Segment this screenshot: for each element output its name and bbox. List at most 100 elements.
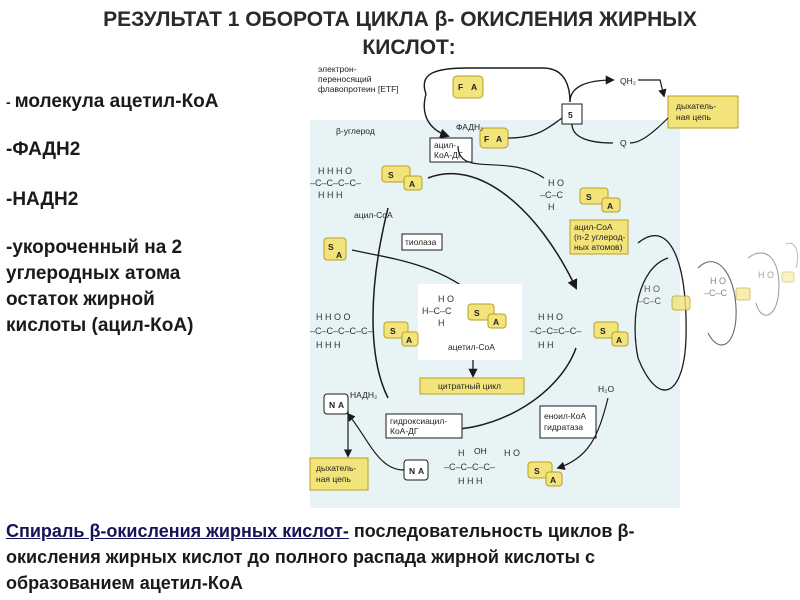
- svg-text:H O: H O: [644, 284, 660, 294]
- svg-text:H H O O: H H O O: [316, 312, 351, 322]
- enoyl-hydratase-box: [539, 405, 597, 439]
- acyl-coa-dh-1: ацил-: [434, 140, 456, 150]
- spiral-loop-1: [637, 235, 687, 391]
- svg-text:–C–C–C–C–: –C–C–C–C–: [310, 178, 361, 188]
- bullet-shortened-line-1: -укороченный на 2: [6, 237, 183, 258]
- enoyl-hydratase-1: еноил-КоА: [544, 411, 586, 421]
- resp-chain-top-1: дыхатель-: [676, 101, 716, 111]
- svg-text:H–C–C: H–C–C: [422, 306, 452, 316]
- thiolase-box: [401, 233, 443, 251]
- etf-fad-box: [452, 75, 484, 99]
- h2o-arrow: [556, 397, 609, 470]
- slide-title: РЕЗУЛЬТАТ 1 ОБОРОТА ЦИКЛА β- ОКИСЛЕНИЯ Ж…: [0, 6, 800, 62]
- acyl-coa-dh-box: [429, 137, 473, 163]
- enoyl-hydratase-2: гидратаза: [544, 422, 583, 432]
- ketoacyl-coa-molecule: H H O O –C–C–C–C–C– H H H S A: [310, 312, 419, 350]
- svg-text:H H H: H H H: [316, 340, 341, 350]
- fad-link: [457, 145, 545, 179]
- coa-sh-s: S: [328, 242, 334, 252]
- svg-text:H H O: H H O: [538, 312, 563, 322]
- nadh2-label: НАДН₂: [350, 390, 377, 400]
- resp-to-q: [629, 117, 669, 144]
- nad-n-bottom: N: [409, 466, 415, 476]
- h2o-label: H₂O: [598, 384, 614, 394]
- spiral-loop-3: [747, 252, 780, 316]
- footer-line-2: окисления жирных кислот до полного распа…: [6, 547, 595, 567]
- nad-a-bottom: A: [418, 466, 424, 476]
- acyl-coa-short-1: ацил-CoA: [574, 222, 613, 232]
- spiral-loop-4: [785, 242, 799, 269]
- nad-box-bottom: [403, 459, 429, 481]
- complex-5-label: 5: [568, 110, 573, 120]
- bullet-shortened-line-3: остаток жирной: [6, 289, 155, 310]
- acetyl-coa-label: ацетил-CoA: [448, 342, 495, 352]
- beta-oxidation-diagram: электрон- переносящий флавопротеин [ETF]…: [309, 64, 799, 508]
- etf-a-letter-2: A: [496, 134, 502, 144]
- resp-chain-bottom-1: дыхатель-: [316, 463, 356, 473]
- svg-text:–C–C–C–C–C–: –C–C–C–C–C–: [310, 326, 373, 336]
- footer-rest-1: последовательность циклов β-: [348, 521, 635, 541]
- svg-text:H H H O: H H H O: [318, 166, 352, 176]
- acetyl-coa-s: [467, 303, 495, 321]
- qh2-label: QH₂: [620, 76, 636, 86]
- svg-text:H: H: [438, 318, 445, 328]
- footer-term: Спираль β-окисления жирных кислот-: [6, 521, 349, 541]
- beta-carbon-label: β-углерод: [336, 126, 375, 136]
- svg-text:H H: H H: [538, 340, 554, 350]
- svg-text:H O: H O: [504, 448, 520, 458]
- spiral-loop-2: [697, 261, 737, 346]
- etf-f-letter: F: [458, 82, 463, 92]
- etf-loop-top: [423, 67, 571, 103]
- hydroxy-s: S: [534, 466, 540, 476]
- svg-text:H H H: H H H: [318, 190, 343, 200]
- svg-text:–C–C: –C–C: [540, 190, 564, 200]
- nad-arrow: [346, 412, 405, 471]
- citrate-cycle-box: [419, 377, 525, 395]
- citrate-cycle-label: цитратный цикл: [438, 381, 501, 391]
- acyl-coa-molecule: H H H O –C–C–C–C– H H H S A: [310, 165, 423, 200]
- short-s: S: [586, 192, 592, 202]
- nad-n-top: N: [329, 400, 335, 410]
- acetyl-coa-a: [487, 313, 507, 329]
- spiral-loop-1b: [634, 257, 669, 359]
- hydroxyacyl-coa-molecule: H OH H O –C–C–C–C– H H H S A: [444, 446, 563, 487]
- hydroxyacyl-dh-box: [385, 413, 463, 439]
- acetyl-a: A: [493, 317, 499, 327]
- bullet-nadh2: -НАДН2: [6, 189, 79, 210]
- acyl-coa-dh-2: КоА-ДГ: [434, 150, 463, 160]
- etf-label-2: переносящий: [318, 74, 372, 84]
- acyl-coa-label: ацил-CoA: [354, 210, 393, 220]
- hydroxyacyl-dh-2: КоА-ДГ: [390, 426, 419, 436]
- title-line-2: КИСЛОТ:: [362, 36, 456, 59]
- svg-text:–C–C: –C–C: [704, 288, 728, 298]
- svg-text:H O: H O: [710, 276, 726, 286]
- footer-line-1: Спираль β-окисления жирных кислот- после…: [6, 518, 796, 544]
- svg-text:–C–C: –C–C: [638, 296, 662, 306]
- svg-text:H O: H O: [438, 294, 454, 304]
- resp-chain-bottom-2: ная цепь: [316, 474, 351, 484]
- acyl-a: A: [409, 179, 415, 189]
- spiral-molecule-2: H O –C–C: [704, 276, 751, 301]
- acyl-coa-short-box: [569, 219, 629, 255]
- etf-f-letter-2: F: [484, 134, 489, 144]
- bullet-acetyl-coa: - молекула ацетил-КоА: [6, 91, 219, 112]
- thiolase-label: тиолаза: [405, 237, 437, 247]
- svg-text:–C–C=C–C–: –C–C=C–C–: [530, 326, 581, 336]
- svg-text:H: H: [458, 448, 465, 458]
- svg-text:H H H: H H H: [458, 476, 483, 486]
- nad-box-top: [323, 393, 349, 415]
- hydroxy-oh: OH: [474, 446, 487, 456]
- hydroxy-a: A: [550, 475, 556, 485]
- resp-chain-bottom-box: [309, 457, 369, 491]
- q-label: Q: [620, 138, 627, 148]
- svg-text:–C–C–C–C–: –C–C–C–C–: [444, 462, 495, 472]
- cycle-arc-left: [372, 207, 389, 399]
- qh2-arrow: [569, 75, 615, 103]
- resp-chain-top-box: [667, 95, 739, 129]
- coa-sh-a: A: [336, 250, 342, 260]
- etf-a-letter: A: [471, 82, 477, 92]
- footer-line-3: образованием ацетил-КоА: [6, 573, 243, 593]
- acyl-coa-short-3: ных атомов): [574, 242, 623, 252]
- svg-text:H O: H O: [758, 270, 774, 280]
- svg-text:H: H: [548, 202, 555, 212]
